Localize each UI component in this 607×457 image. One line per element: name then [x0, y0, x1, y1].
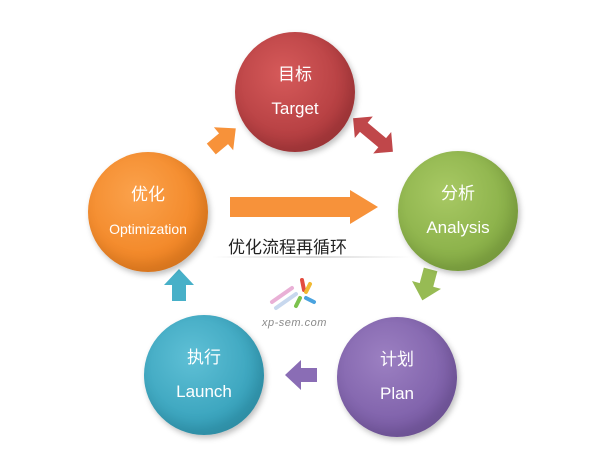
node-analysis-cn-label: 分析	[441, 184, 475, 204]
node-target: 目标 Target	[235, 32, 355, 152]
node-launch: 执行 Launch	[144, 315, 264, 435]
node-target-en-label: Target	[271, 99, 319, 118]
arrow-analysis-to-plan	[411, 267, 441, 301]
xp-sem-logo-icon	[270, 278, 316, 310]
arrow-optimization-to-analysis	[230, 190, 378, 224]
node-launch-en-label: Launch	[176, 382, 232, 401]
node-plan: 计划 Plan	[337, 317, 457, 437]
title-underline	[212, 256, 412, 258]
arrow-target-analysis-bidirectional	[353, 116, 393, 154]
arrow-optimization-to-target	[206, 127, 236, 155]
arrow-launch-to-optimization	[164, 269, 194, 301]
node-optimization-cn-label: 优化	[131, 185, 165, 205]
center-title: 优化流程再循环	[228, 238, 347, 258]
node-optimization: 优化 Optimization	[88, 152, 208, 272]
node-plan-cn-label: 计划	[380, 350, 414, 370]
node-plan-en-label: Plan	[379, 384, 415, 403]
node-analysis-en-label: Analysis	[426, 218, 490, 237]
node-optimization-en-label: Optimization	[109, 221, 187, 237]
watermark-text: xp-sem.com	[262, 317, 327, 329]
node-launch-cn-label: 执行	[187, 348, 221, 368]
node-target-cn-label: 目标	[278, 65, 312, 85]
node-analysis: 分析 Analysis	[398, 151, 518, 271]
arrow-plan-to-launch	[285, 360, 317, 390]
